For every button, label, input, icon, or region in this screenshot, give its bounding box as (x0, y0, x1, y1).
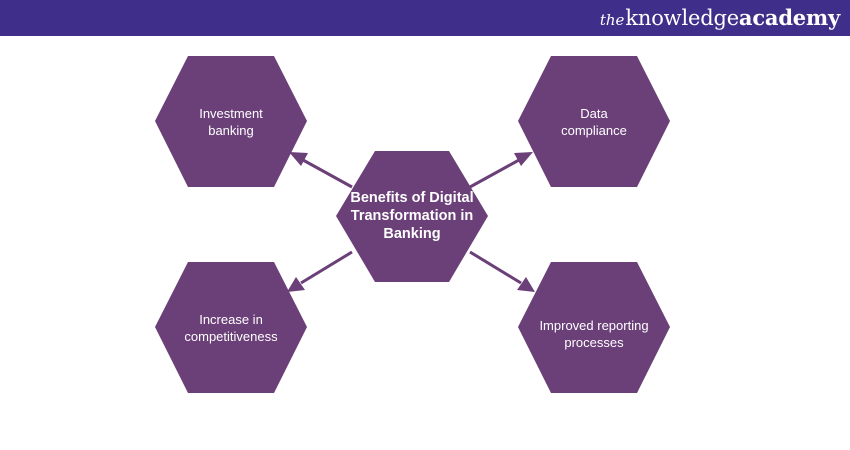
arrow-to-top-left (289, 152, 353, 189)
node-center-title: Benefits of Digital Transformation in Ba… (350, 190, 474, 242)
hexagon-top-left (155, 56, 307, 187)
logo-main: knowledge (625, 6, 739, 30)
node-investment-banking: Investment banking (199, 106, 263, 138)
arrow-to-bottom-left (287, 250, 353, 292)
hexagon-center (336, 151, 488, 282)
logo-prefix: the (599, 11, 625, 29)
arrow-to-bottom-right (469, 250, 535, 292)
logo-suffix: academy (738, 5, 840, 30)
node-data-compliance: Data compliance (561, 106, 627, 138)
top-bar: the knowledge academy (0, 0, 850, 36)
node-increase-competitiveness: Increase in competitiveness (184, 312, 278, 344)
hexagon-bottom-left (155, 262, 307, 393)
brand-logo[interactable]: the knowledge academy (600, 3, 840, 33)
hexagon-top-right (518, 56, 670, 187)
hexagon-bottom-right (518, 262, 670, 393)
node-improved-reporting: Improved reporting processes (539, 318, 649, 350)
arrow-to-top-right (469, 152, 533, 189)
